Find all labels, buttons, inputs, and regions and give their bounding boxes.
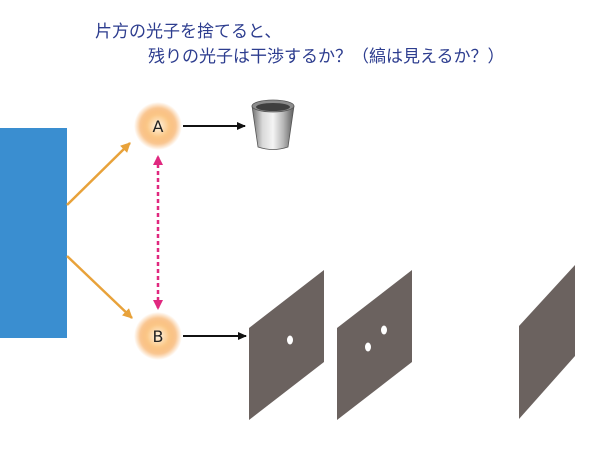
photon-b-glow [134,312,182,360]
slit-hole [287,335,293,345]
detector-screen [519,265,575,419]
double-slit-screen [337,270,412,420]
trash-can-icon [251,99,295,150]
photon-a-label: A [153,117,164,136]
title-line-1: 片方の光子を捨てると、 [95,22,282,42]
beam-arrow-to-a [66,142,131,206]
photon-a-glow [134,102,182,150]
photon-source [0,128,67,338]
beam-arrow-to-b [66,255,133,319]
photon-b-label: B [153,327,164,346]
title-line-2: 残りの光子は干渉するか？（縞は見えるか？） [148,47,505,67]
slit-hole-1 [365,342,371,352]
slit-hole-2 [381,325,387,335]
single-slit-screen [249,270,324,420]
